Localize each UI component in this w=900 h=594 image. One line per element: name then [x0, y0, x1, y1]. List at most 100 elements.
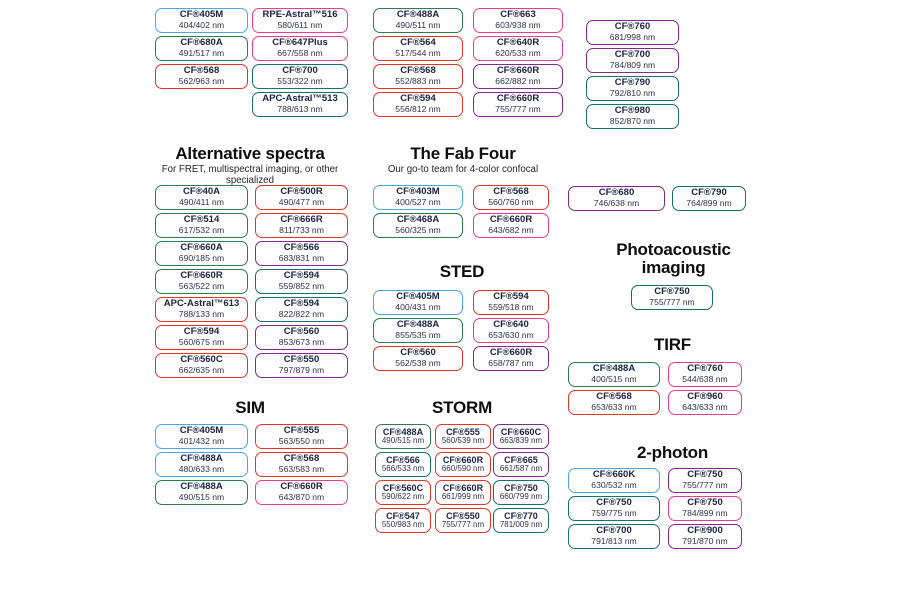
dye-range: 788/133 nm — [178, 309, 225, 319]
dye-range: 560/760 nm — [488, 197, 534, 207]
dye-name: CF®594 — [400, 93, 436, 105]
dye-range: 559/518 nm — [488, 302, 534, 312]
dye-name: CF®488A — [396, 319, 440, 331]
dye-name: CF®660K — [592, 469, 636, 481]
dye-range: 667/558 nm — [277, 48, 323, 58]
dye-range: 480/633 nm — [178, 464, 225, 474]
dye-name: CF®555 — [283, 425, 320, 437]
dye-name: CF®980 — [614, 105, 651, 117]
dye-name: CF®568 — [596, 391, 632, 403]
dye-name: CF®660A — [180, 242, 223, 254]
dye-name: CF®660R — [489, 347, 533, 359]
dye-range: 559/852 nm — [278, 281, 325, 291]
dye-range: 811/733 nm — [279, 225, 324, 235]
dye-name: CF®488A — [382, 426, 424, 437]
dye-name: CF®405M — [179, 425, 224, 437]
dye-range: 662/635 nm — [178, 365, 225, 375]
dye-range: 784/899 nm — [682, 508, 728, 518]
dye-range: 490/477 nm — [278, 197, 325, 207]
dye-range: 755/777 nm — [441, 520, 485, 530]
dye-range: 544/638 nm — [682, 374, 728, 384]
dye-name: CF®700 — [596, 525, 632, 537]
dye-range: 653/630 nm — [488, 330, 534, 340]
dye-name: CF®750 — [687, 497, 723, 509]
dye-range: 603/938 nm — [495, 20, 541, 30]
dye-range: 690/185 nm — [178, 253, 225, 263]
dye-name: CF®560 — [283, 326, 320, 338]
dye-range: 563/583 nm — [278, 464, 325, 474]
dye-range: 560/675 nm — [178, 337, 225, 347]
dye-name: CF®405M — [396, 291, 440, 303]
dye-name: CF®660R — [280, 481, 323, 493]
dye-range: 653/633 nm — [591, 402, 637, 412]
alt-spectra-title: Alternative spectra — [175, 144, 325, 163]
dye-name: CF®566 — [283, 242, 320, 254]
dye-range: 662/882 nm — [495, 76, 541, 86]
dye-range: 661/587 nm — [499, 464, 543, 474]
dye-name: CF®564 — [400, 37, 436, 49]
dye-name: CF®640R — [496, 37, 540, 49]
dye-name: CF®568 — [493, 186, 529, 198]
dye-name: CF®488A — [180, 453, 223, 465]
dye-name: CF®547 — [386, 510, 420, 521]
dye-name: CF®750 — [687, 469, 723, 481]
dye-name: CF®700 — [282, 65, 318, 77]
dye-range: 517/544 nm — [395, 48, 441, 58]
dye-name: CF®550 — [446, 510, 480, 521]
dye-name: CF®550 — [283, 354, 320, 366]
dye-name: CF®760 — [687, 363, 723, 375]
dye-range: 788/613 nm — [277, 104, 323, 114]
dye-name: CF®960 — [687, 391, 723, 403]
dye-name: CF®750 — [504, 482, 538, 493]
dye-name: CF®405M — [179, 9, 224, 21]
dye-name: CF®488A — [180, 481, 223, 493]
photoacoustic-title: Photoacoustic imaging — [616, 240, 731, 278]
dye-range: 620/533 nm — [495, 48, 541, 58]
dye-range: 755/777 nm — [649, 297, 695, 307]
dye-name: CF®760 — [614, 21, 651, 33]
dye-range: 681/998 nm — [609, 32, 656, 42]
dye-range: 643/870 nm — [278, 492, 325, 502]
sim-title: SIM — [235, 398, 265, 417]
dye-range: 855/535 nm — [395, 330, 441, 340]
